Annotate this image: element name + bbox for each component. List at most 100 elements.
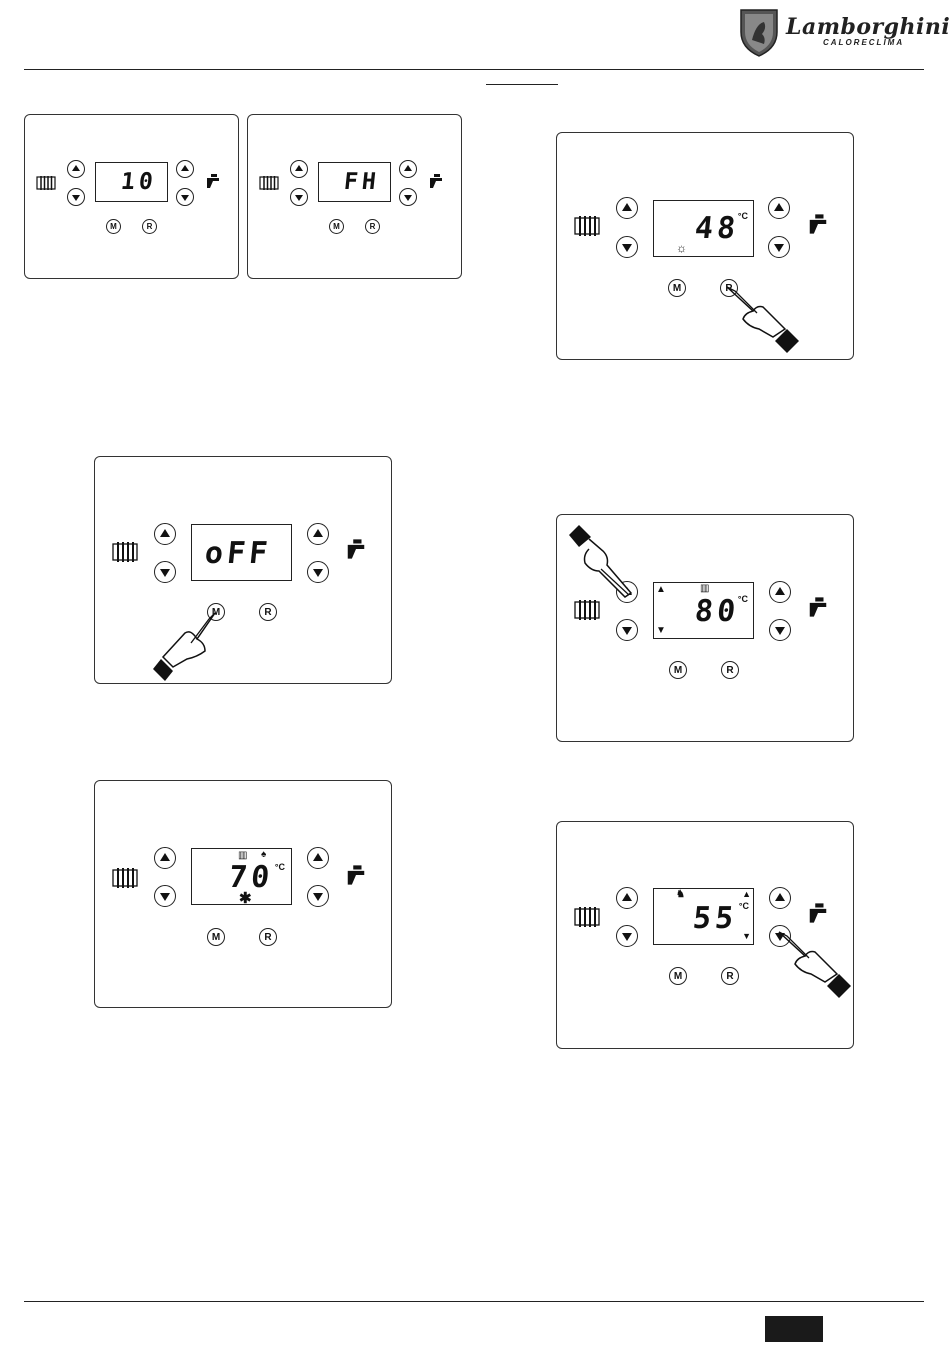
arrow-up-icon bbox=[72, 165, 80, 171]
arrow-up-icon bbox=[775, 893, 785, 901]
lcd-display: 10 bbox=[95, 162, 168, 202]
heating-up-button[interactable] bbox=[616, 197, 638, 219]
tap-icon bbox=[345, 538, 367, 560]
asterisk-icon: ✱ bbox=[239, 889, 252, 907]
unit-label: °C bbox=[275, 862, 285, 872]
dhw-down-button[interactable] bbox=[307, 885, 329, 907]
heating-up-button[interactable] bbox=[154, 847, 176, 869]
display-value: FH bbox=[343, 169, 381, 195]
arrow-down-icon bbox=[313, 569, 323, 577]
mode-button[interactable]: M bbox=[329, 219, 344, 234]
mode-button[interactable]: M bbox=[669, 967, 687, 985]
shield-icon bbox=[738, 6, 780, 58]
reset-button[interactable]: R bbox=[721, 661, 739, 679]
flashing-down-arrow-icon: ▼ bbox=[742, 931, 751, 941]
control-panel-2: FH M R bbox=[247, 114, 462, 279]
arrow-up-icon bbox=[313, 529, 323, 537]
arrow-down-icon bbox=[404, 195, 412, 201]
heating-up-button[interactable] bbox=[290, 160, 308, 178]
heating-down-button[interactable] bbox=[154, 561, 176, 583]
dhw-up-button[interactable] bbox=[307, 847, 329, 869]
radiator-icon bbox=[574, 213, 600, 239]
tap-icon bbox=[807, 902, 829, 924]
tap-icon bbox=[345, 864, 367, 886]
unit-label: °C bbox=[738, 211, 748, 221]
radiator-icon bbox=[574, 904, 600, 930]
radiator-icon bbox=[112, 865, 138, 891]
flashing-down-arrow-icon: ▼ bbox=[656, 625, 666, 636]
dhw-up-button[interactable] bbox=[769, 581, 791, 603]
reset-button[interactable]: R bbox=[721, 967, 739, 985]
reset-button[interactable]: R bbox=[142, 219, 157, 234]
arrow-down-icon bbox=[72, 195, 80, 201]
flashing-up-arrow-icon: ▲ bbox=[742, 889, 751, 899]
heating-down-button[interactable] bbox=[67, 188, 85, 206]
header-rule bbox=[24, 69, 924, 70]
arrow-up-icon bbox=[622, 203, 632, 211]
radiator-indicator-icon: ▥ bbox=[700, 583, 709, 594]
heating-down-button[interactable] bbox=[290, 188, 308, 206]
hand-pointer-icon bbox=[775, 928, 853, 1006]
mode-button[interactable]: M bbox=[669, 661, 687, 679]
dhw-down-button[interactable] bbox=[176, 188, 194, 206]
heating-up-button[interactable] bbox=[154, 523, 176, 545]
arrow-down-icon bbox=[622, 244, 632, 252]
arrow-up-icon bbox=[775, 587, 785, 595]
reset-button[interactable]: R bbox=[259, 603, 277, 621]
radiator-icon bbox=[259, 173, 279, 193]
heating-up-button[interactable] bbox=[616, 887, 638, 909]
heating-up-button[interactable] bbox=[67, 160, 85, 178]
lcd-display: FH bbox=[318, 162, 391, 202]
dhw-down-button[interactable] bbox=[769, 619, 791, 641]
control-panel-3: 48 °C ☼ M R bbox=[556, 132, 854, 360]
arrow-down-icon bbox=[774, 244, 784, 252]
unit-label: °C bbox=[739, 901, 749, 911]
reset-button[interactable]: R bbox=[259, 928, 277, 946]
dhw-down-button[interactable] bbox=[768, 236, 790, 258]
heating-down-button[interactable] bbox=[154, 885, 176, 907]
tap-icon bbox=[807, 596, 829, 618]
control-panel-5: 80 °C ▲ ▼ ▥ M R bbox=[556, 514, 854, 742]
arrow-down-icon bbox=[160, 893, 170, 901]
display-value: 80 bbox=[693, 594, 741, 629]
arrow-down-icon bbox=[160, 569, 170, 577]
arrow-down-icon bbox=[313, 893, 323, 901]
arrow-up-icon bbox=[313, 853, 323, 861]
dhw-down-button[interactable] bbox=[399, 188, 417, 206]
dhw-up-button[interactable] bbox=[399, 160, 417, 178]
lcd-display: 80 °C ▲ ▼ ▥ bbox=[653, 582, 754, 639]
lcd-display: 55 °C ♞ ▲ ▼ bbox=[653, 888, 754, 945]
reset-button[interactable]: R bbox=[365, 219, 380, 234]
arrow-up-icon bbox=[404, 165, 412, 171]
radiator-icon bbox=[36, 173, 56, 193]
brand-subtitle: CALORECLIMA bbox=[823, 38, 904, 47]
dhw-up-button[interactable] bbox=[769, 887, 791, 909]
mode-button[interactable]: M bbox=[207, 928, 225, 946]
heating-down-button[interactable] bbox=[616, 236, 638, 258]
lcd-display: 70 °C ▥ ♠ ✱ bbox=[191, 848, 292, 905]
section-rule bbox=[486, 84, 558, 85]
hand-pointer-icon bbox=[563, 521, 639, 601]
mode-button[interactable]: M bbox=[106, 219, 121, 234]
lcd-display: 48 °C ☼ bbox=[653, 200, 754, 257]
dhw-up-button[interactable] bbox=[307, 523, 329, 545]
arrow-up-icon bbox=[295, 165, 303, 171]
dhw-up-button[interactable] bbox=[768, 197, 790, 219]
page-tab bbox=[765, 1316, 823, 1342]
arrow-down-icon bbox=[295, 195, 303, 201]
tap-icon bbox=[428, 173, 444, 189]
hand-pointer-icon bbox=[153, 609, 225, 685]
footer-rule bbox=[24, 1301, 924, 1302]
dhw-down-button[interactable] bbox=[307, 561, 329, 583]
arrow-up-icon bbox=[774, 203, 784, 211]
control-panel-6: 70 °C ▥ ♠ ✱ M R bbox=[94, 780, 392, 1008]
heating-down-button[interactable] bbox=[616, 925, 638, 947]
display-value: 55 bbox=[691, 901, 739, 936]
heating-down-button[interactable] bbox=[616, 619, 638, 641]
arrow-up-icon bbox=[160, 529, 170, 537]
dhw-up-button[interactable] bbox=[176, 160, 194, 178]
control-panel-4: oFF M R bbox=[94, 456, 392, 684]
radiator-icon bbox=[112, 539, 138, 565]
mode-button[interactable]: M bbox=[668, 279, 686, 297]
sun-icon: ☼ bbox=[676, 241, 687, 255]
